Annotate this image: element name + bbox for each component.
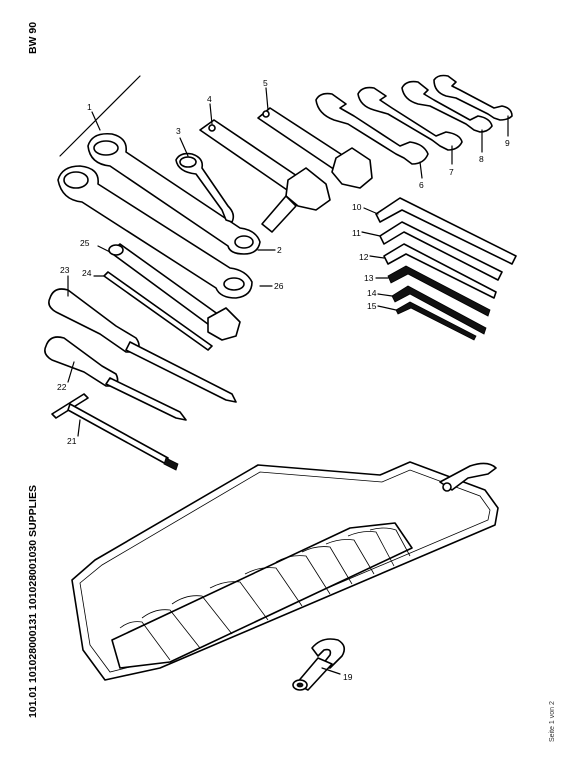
callout-21: 21 <box>67 436 77 446</box>
callout-19: 19 <box>343 672 353 682</box>
callout-3: 3 <box>176 126 181 136</box>
callout-7: 7 <box>449 167 454 177</box>
part-21-t-hex-key <box>51 393 179 471</box>
callout-12: 12 <box>359 252 369 262</box>
part-1-ring-spanner-long <box>57 165 253 299</box>
part-2-ring-spanner <box>87 132 261 255</box>
callout-1: 1 <box>87 102 92 112</box>
part-4-box-spanner <box>199 119 331 233</box>
callout-2: 2 <box>277 245 282 255</box>
callout-24: 24 <box>82 268 92 278</box>
part-9-open-spanner <box>433 74 513 121</box>
part-23-screwdriver <box>48 288 237 403</box>
leader-lines <box>59 75 509 675</box>
part-24-tommy-bar <box>103 271 213 351</box>
callout-14: 14 <box>367 288 377 298</box>
callout-10: 10 <box>352 202 362 212</box>
part-19-t-socket-key <box>292 638 346 691</box>
callout-13: 13 <box>364 273 374 283</box>
part-7-open-spanner <box>357 86 463 151</box>
callout-8: 8 <box>479 154 484 164</box>
callout-6: 6 <box>419 180 424 190</box>
callout-25: 25 <box>80 238 90 248</box>
part-5-box-spanner <box>257 107 373 189</box>
hex-key-set <box>375 197 517 341</box>
tool-roll <box>71 461 499 681</box>
part-25-box-spanner <box>108 243 241 341</box>
callout-9: 9 <box>505 138 510 148</box>
part-8-open-spanner <box>401 80 493 133</box>
callout-labels: 1 2 3 4 5 6 7 8 9 10 11 12 13 14 15 19 2… <box>57 78 510 682</box>
callout-23: 23 <box>60 265 70 275</box>
part-6-open-spanner <box>315 92 429 165</box>
callout-22: 22 <box>57 382 67 392</box>
callout-4: 4 <box>207 94 212 104</box>
callout-26: 26 <box>274 281 284 291</box>
part-22-screwdriver <box>44 336 187 421</box>
part-3-small-ring-spanner <box>175 152 235 223</box>
callout-5: 5 <box>263 78 268 88</box>
callout-15: 15 <box>367 301 377 311</box>
callout-11: 11 <box>352 228 361 238</box>
